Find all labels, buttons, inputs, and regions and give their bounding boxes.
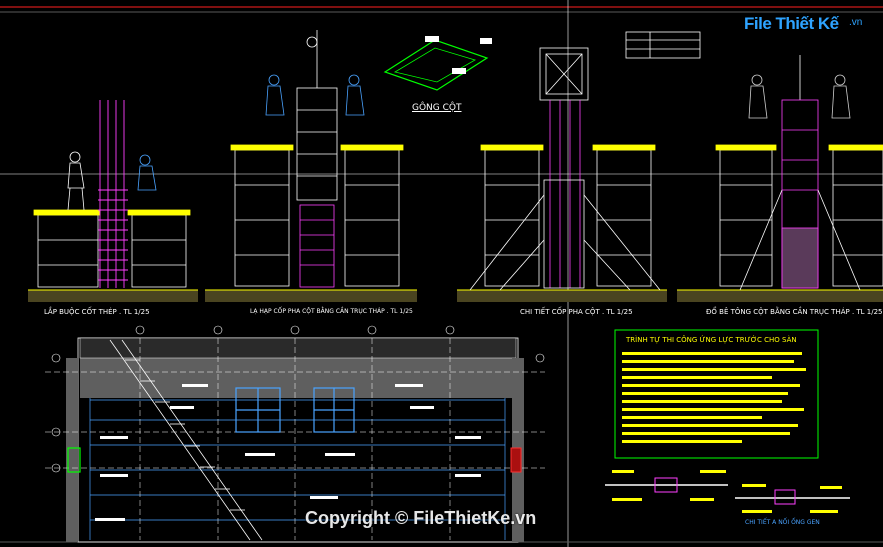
caption-step3: CHI TIẾT CỐP PHA CỘT . TL 1/25 [520,308,633,316]
logo-domain: .vn [849,17,863,28]
ground-lines [28,289,883,302]
floor-plan [45,325,545,543]
caption-step2: LẠ HẠP CỐP PHA CỘT BẰNG CẦN TRỤC THÁP . … [250,308,413,315]
step3-formwork-detail [469,31,701,291]
caption-step1: LẮP BUỘC CỐT THÉP . TL 1/25 [44,308,150,316]
site-logo[interactable]: File Thiết Kế .vn [744,14,878,44]
detail-a [605,470,850,513]
copyright-watermark: Copyright © FileThietKe.vn [305,508,537,528]
step2-formwork-lift [230,30,404,288]
step1-rebar-assembly [33,100,191,288]
notes-panel [614,329,819,459]
legend-table [625,31,701,59]
logo-text: File Thiết Kế [744,14,839,33]
gong-cot-isometric [383,36,492,91]
notes-title: TRÌNH TỰ THI CÔNG ỨNG LỰC TRƯỚC CHO SÀN [626,336,797,344]
step4-concrete-pour [715,55,883,291]
worker-figure [67,151,157,211]
caption-step4: ĐỔ BÊ TÔNG CỘT BẰNG CẦN TRỤC THÁP . TL 1… [706,308,883,316]
gong-cot-label: GÔNG CỘT [412,103,462,113]
detail-a-caption: CHI TIẾT A NỐI ỐNG GEN [745,519,820,526]
